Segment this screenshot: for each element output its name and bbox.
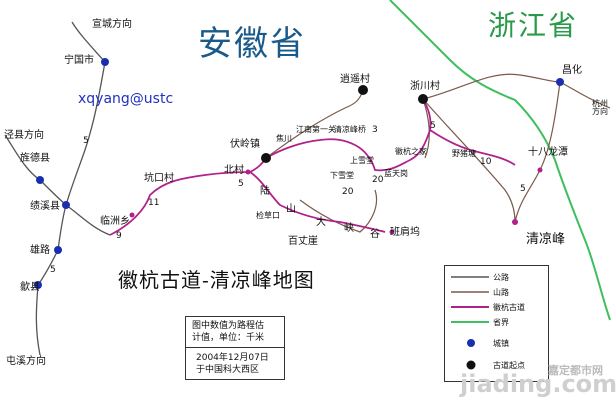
start-zhechuan-marker bbox=[418, 94, 428, 104]
label-yezhutang: 野猪塘 bbox=[452, 149, 476, 158]
town-jingde-marker bbox=[36, 176, 44, 184]
road-char-shan: 山 bbox=[286, 204, 296, 215]
legend-town-label: 城镇 bbox=[493, 339, 509, 348]
label-jingxian: 泾县方向 bbox=[4, 130, 44, 141]
province-border bbox=[389, 0, 611, 321]
distance-zhechuan-branch: 5 bbox=[430, 121, 436, 131]
legend-highway: 公路 bbox=[445, 270, 548, 284]
town-changhua-marker bbox=[556, 78, 564, 86]
legend-highway-label: 公路 bbox=[493, 273, 509, 282]
distance-xiaxuetang: 20 bbox=[342, 187, 354, 197]
label-linzhou: 临洲乡 bbox=[100, 216, 130, 227]
label-zhechuan: 浙川村 bbox=[410, 81, 440, 92]
label-kengkou: 坑口村 bbox=[144, 173, 174, 184]
watermark-domain: jiading.com bbox=[460, 370, 616, 398]
region-anhui: 安徽省 bbox=[198, 24, 306, 64]
note-line3: 2004年12月07日 bbox=[196, 353, 269, 363]
label-ningguo: 宁国市 bbox=[64, 55, 94, 66]
road-char-gu: 谷 bbox=[370, 229, 380, 240]
start-xiaoyao-marker bbox=[358, 85, 368, 95]
distance-lantiangang: 20 bbox=[372, 175, 384, 185]
label-fuling: 伏岭镇 bbox=[230, 139, 260, 150]
waypoint-qingliangfeng-marker bbox=[512, 219, 518, 225]
legend-mountain-road-label: 山路 bbox=[493, 288, 509, 297]
label-jixi: 绩溪县 bbox=[30, 201, 60, 212]
distance-qingliangfeng: 5 bbox=[520, 184, 526, 194]
distance-yezhutang: 10 bbox=[480, 157, 492, 167]
legend-start-point: 古道起点 bbox=[445, 358, 548, 372]
ancient-road-east bbox=[429, 129, 516, 166]
label-qingliangfeng: 清凉峰 bbox=[526, 232, 566, 247]
waypoint-linzhou-marker bbox=[129, 212, 135, 218]
label-jianchuan: 焦川 bbox=[276, 134, 292, 143]
distance-kengkou-beicun: 5 bbox=[238, 179, 244, 189]
map-title: 徽杭古道-清凉峰地图 bbox=[118, 268, 315, 292]
label-xiaxueguan: 下雪堂 bbox=[330, 171, 354, 180]
legend-ancient-road-label: 徽杭古道 bbox=[493, 303, 525, 312]
mountain-road-fuling-xiaoyao bbox=[265, 89, 364, 159]
waypoint-shibalong-marker bbox=[537, 167, 543, 173]
label-xuancheng: 宣城方向 bbox=[92, 19, 132, 30]
note-line2: 计值，单位：千米 bbox=[192, 333, 265, 343]
legend-ancient-road: 徽杭古道 bbox=[445, 300, 548, 314]
town-jixi-marker bbox=[62, 201, 70, 209]
label-beicun: 北村 bbox=[224, 165, 244, 176]
label-xiaoyao: 逍遥村 bbox=[340, 74, 370, 85]
note-box: 图中数值为路程估 计值，单位：千米 2004年12月07日 于中国科大西区 bbox=[185, 316, 285, 380]
start-fuling-marker bbox=[261, 153, 271, 163]
label-lantiangang: 蓝天岗 bbox=[384, 169, 408, 178]
distance-linzhou-kengkou: 11 bbox=[148, 198, 160, 208]
distance-ningguo-jingde: 5 bbox=[83, 136, 89, 146]
region-zhejiang: 浙江省 bbox=[488, 9, 579, 42]
label-shibalong: 十八龙潭 bbox=[528, 147, 568, 158]
highway-xuancheng-ningguo bbox=[71, 21, 106, 63]
town-xionglu-marker bbox=[54, 246, 62, 254]
highway-ningguo-jixi bbox=[65, 61, 106, 206]
label-hangzhou: 杭州方向 bbox=[592, 99, 608, 116]
mountain-road-zhechuan-changhua bbox=[422, 73, 561, 100]
note-line1: 图中数值为路程估 bbox=[192, 321, 265, 331]
label-qingliangqiao: 清凉峰桥 bbox=[334, 125, 366, 134]
label-huihang: 徽杭之家 bbox=[395, 147, 427, 156]
distance-xiaoyao: 3 bbox=[372, 125, 378, 135]
label-jiangnan: 江南第一关 bbox=[296, 125, 336, 134]
mountain-road-south bbox=[299, 189, 378, 233]
town-shexian-marker bbox=[34, 281, 42, 289]
mountain-road-changhua-hangzhou bbox=[559, 81, 611, 109]
watermark-top: 嘉定都市网 bbox=[548, 364, 603, 377]
road-char-da: 大 bbox=[316, 217, 326, 228]
highway-shexian-tunxi bbox=[35, 284, 41, 356]
waypoint-beicun-marker bbox=[245, 169, 251, 175]
highway-jixi-east bbox=[65, 204, 111, 236]
label-jianshan: 检草口 bbox=[256, 211, 280, 220]
mountain-road-zhechuan-qingliang bbox=[422, 98, 516, 223]
label-baizhang: 百丈崖 bbox=[288, 236, 318, 247]
ancient-road-main bbox=[109, 98, 432, 236]
label-xionglu: 雄路 bbox=[30, 245, 50, 256]
label-shexian: 歙县 bbox=[20, 282, 40, 293]
credit-text: xqyang@ustc bbox=[78, 91, 174, 107]
label-tunxi: 屯溪方向 bbox=[6, 356, 46, 367]
label-jingde: 旌德县 bbox=[20, 153, 50, 164]
label-banjianwu: 班肩坞 bbox=[390, 227, 420, 238]
distance-jixi-linzhou: 9 bbox=[116, 231, 122, 241]
legend-province-border: 省界 bbox=[445, 315, 548, 329]
distance-xionglu-shexian: 5 bbox=[50, 265, 56, 275]
ancient-road-branch bbox=[249, 171, 386, 233]
road-char-lu: 陆 bbox=[260, 186, 270, 197]
label-changhua: 昌化 bbox=[562, 65, 582, 76]
label-shangxueguan: 上雪堂 bbox=[350, 156, 374, 165]
legend: 公路 山路 徽杭古道 省界 城镇 古道起点 bbox=[444, 265, 549, 382]
legend-town: 城镇 bbox=[445, 336, 548, 350]
legend-mountain-road: 山路 bbox=[445, 285, 548, 299]
legend-start-point-label: 古道起点 bbox=[493, 361, 525, 370]
legend-province-border-label: 省界 bbox=[493, 318, 509, 327]
town-ningguo-marker bbox=[101, 58, 109, 66]
waypoint-banjianwu-marker bbox=[389, 229, 395, 235]
note-line4: 于中国科大西区 bbox=[196, 365, 260, 375]
road-char-xia: 峡 bbox=[344, 223, 354, 234]
